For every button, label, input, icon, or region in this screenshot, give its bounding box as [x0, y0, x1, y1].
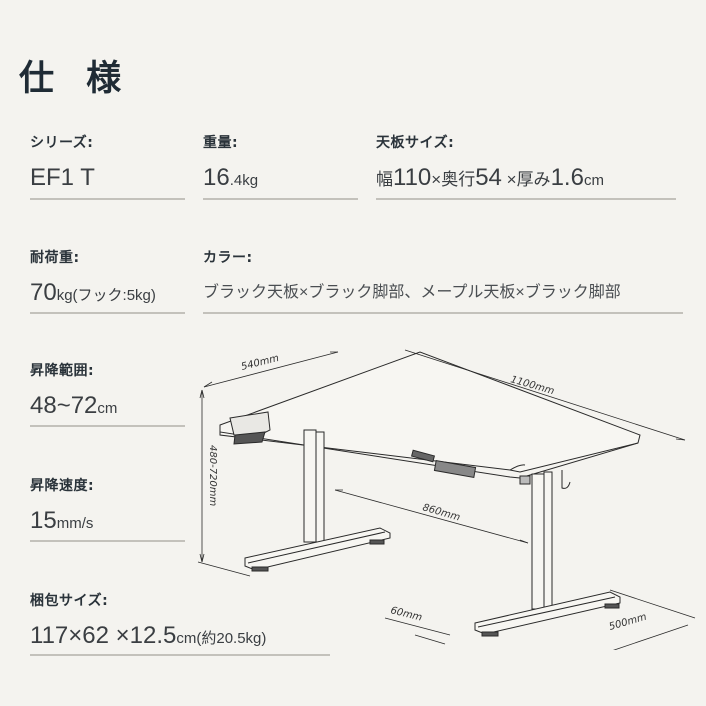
- divider: [376, 198, 676, 200]
- text-depth-value: 54: [475, 164, 502, 191]
- desk-drawing: 540mm 1100mm 480-720mm 860mm 60mm 500mm: [197, 349, 696, 650]
- spec-package-value: 117×62 ×12.5cm(約20.5kg): [30, 621, 330, 654]
- text-thickness-value: 1.6: [550, 164, 584, 191]
- spec-color-value: ブラック天板×ブラック脚部、メープル天板×ブラック脚部: [203, 284, 621, 301]
- spec-color-label: カラー:: [203, 250, 253, 266]
- divider: [30, 425, 185, 427]
- spec-load-unit: kg(フック:5kg): [56, 287, 156, 304]
- text-width-value: 110: [393, 164, 432, 191]
- spec-package-label: 梱包サイズ:: [30, 593, 109, 609]
- text-depth-prefix: 奥行: [441, 170, 476, 189]
- spec-speed-label: 昇降速度:: [30, 478, 95, 494]
- dim-foot-length-label: 500mm: [608, 612, 648, 633]
- spec-load-label: 耐荷重:: [30, 250, 80, 266]
- divider: [203, 312, 683, 314]
- spec-package-unit: cm(約20.5kg): [176, 630, 267, 647]
- divider: [203, 198, 358, 200]
- divider: [30, 540, 185, 542]
- spec-height-range-number: 48~72: [30, 392, 98, 419]
- spec-load-number: 70: [30, 279, 57, 306]
- page-title: 仕 様: [19, 59, 132, 99]
- dim-depth-label: 540mm: [240, 353, 280, 373]
- spec-top-size-value: 幅110×奥行54 ×厚み1.6cm: [376, 163, 676, 196]
- spec-height-range-value: 48~72cm: [30, 391, 185, 424]
- spec-weight-unit: .4kg: [229, 172, 259, 189]
- dim-foot-width-label: 60mm: [389, 605, 423, 624]
- spec-package: 梱包サイズ: 117×62 ×12.5cm(約20.5kg): [30, 590, 330, 660]
- spec-weight: 重量: 16.4kg: [203, 132, 358, 202]
- text-times: ×: [431, 170, 442, 189]
- divider: [30, 198, 185, 200]
- dim-leg-span-label: 860mm: [421, 502, 461, 523]
- spec-top-size-label: 天板サイズ:: [376, 135, 455, 151]
- divider: [30, 654, 330, 656]
- spec-speed-unit: mm/s: [56, 515, 94, 532]
- spec-weight-number: 16: [203, 164, 230, 191]
- text-unit: cm: [583, 172, 604, 189]
- spec-height-range-label: 昇降範囲:: [30, 363, 95, 379]
- spec-speed-value: 15mm/s: [30, 506, 185, 539]
- spec-speed: 昇降速度: 15mm/s: [30, 475, 185, 545]
- text-width-prefix: 幅: [376, 170, 393, 189]
- spec-series-value: EF1 T: [30, 164, 95, 191]
- text-thickness-prefix: 厚み: [516, 170, 551, 189]
- spec-load-value: 70kg(フック:5kg): [30, 278, 185, 311]
- spec-speed-number: 15: [30, 507, 57, 534]
- spec-weight-label: 重量:: [203, 135, 239, 151]
- divider: [30, 312, 185, 314]
- spec-load: 耐荷重: 70kg(フック:5kg): [30, 247, 185, 317]
- spec-top-size: 天板サイズ: 幅110×奥行54 ×厚み1.6cm: [376, 132, 676, 202]
- spec-color: カラー: ブラック天板×ブラック脚部、メープル天板×ブラック脚部: [203, 247, 683, 317]
- spec-height-range-unit: cm: [97, 400, 118, 417]
- spec-series-label: シリーズ:: [30, 135, 94, 151]
- spec-package-number: 117×62 ×12.5: [30, 622, 177, 649]
- spec-series: シリーズ: EF1 T: [30, 132, 185, 202]
- spec-height-range: 昇降範囲: 48~72cm: [30, 360, 185, 430]
- dim-height-label: 480-720mm: [207, 445, 218, 507]
- text-times: ×: [501, 170, 517, 189]
- desk-dimension-diagram: 540mm 1100mm 480-720mm 860mm 60mm 500mm: [190, 340, 706, 650]
- spec-weight-value: 16.4kg: [203, 163, 358, 196]
